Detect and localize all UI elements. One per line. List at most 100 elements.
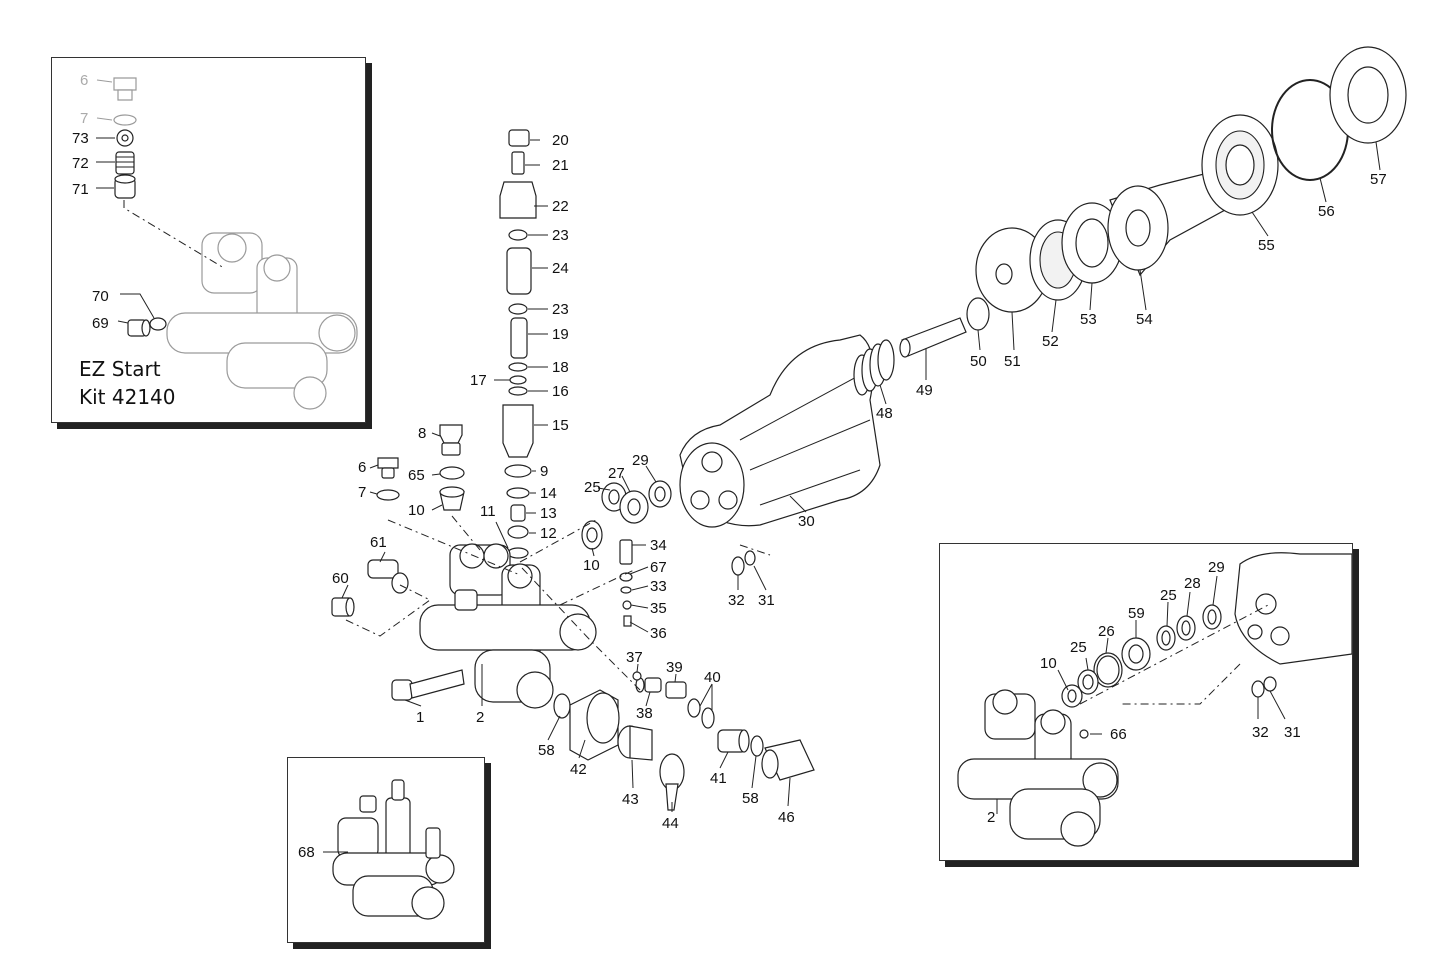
alternate-head-drawing: 2 10 25 26 59 25 28 29 66 32 31	[957, 552, 1353, 847]
plug-32	[731, 556, 745, 576]
ring-58b	[750, 735, 764, 757]
label-14: 14	[540, 485, 557, 502]
label-17: 17	[470, 372, 487, 389]
ring-40b	[701, 707, 715, 729]
alt-label-2: 2	[987, 809, 995, 826]
label-50: 50	[970, 353, 987, 370]
label-15: 15	[552, 417, 569, 434]
ring-18	[508, 362, 528, 372]
ring-17	[509, 375, 527, 385]
alt-label-31: 31	[1284, 724, 1301, 741]
label-12: 12	[540, 525, 557, 542]
label-29: 29	[632, 452, 649, 469]
kit-label-7: 7	[80, 110, 88, 127]
label-20: 20	[552, 132, 569, 149]
label-44: 44	[662, 815, 679, 832]
washer-53	[1061, 202, 1123, 284]
valve-41	[717, 729, 750, 753]
kit-title-line2: Kit 42140	[79, 385, 176, 409]
label-31: 31	[758, 592, 775, 609]
label-13: 13	[540, 505, 557, 522]
kit-label-6: 6	[80, 72, 88, 89]
label-11: 11	[480, 503, 496, 520]
kit-pump-head-ghost	[166, 232, 358, 410]
label-10b: 10	[583, 557, 600, 574]
label-67: 67	[650, 559, 667, 576]
label-42: 42	[570, 761, 587, 778]
screw-21	[511, 151, 525, 175]
kit-label-72: 72	[72, 155, 89, 172]
label-22: 22	[552, 198, 569, 215]
label-25: 25	[584, 479, 601, 496]
piston-19	[510, 317, 528, 359]
label-23b: 23	[552, 301, 569, 318]
valve-10b	[581, 520, 603, 550]
ring-9	[504, 464, 532, 478]
seal-27	[619, 490, 649, 524]
alt-label-10: 10	[1040, 655, 1057, 672]
kit-label-70: 70	[92, 288, 109, 305]
label-46: 46	[778, 809, 795, 826]
label-34: 34	[650, 537, 667, 554]
label-35: 35	[650, 600, 667, 617]
wobble-plate-54	[1107, 169, 1226, 277]
seal-29	[648, 480, 672, 508]
label-16: 16	[552, 383, 569, 400]
ball-35	[622, 600, 632, 610]
nut-20	[508, 129, 530, 147]
label-30: 30	[798, 513, 815, 530]
ring-37	[632, 671, 642, 681]
label-55: 55	[1258, 237, 1275, 254]
label-41: 41	[710, 770, 727, 787]
kit-plug-ghost	[113, 77, 137, 126]
label-19: 19	[552, 326, 569, 343]
label-53: 53	[1080, 311, 1097, 328]
label-58a: 58	[538, 742, 555, 759]
label-57: 57	[1370, 171, 1387, 188]
kit-plug-69	[127, 319, 151, 337]
ez-start-kit-inset: 6 7 73 72 71 70 69 EZ Start Kit 42140	[51, 57, 366, 423]
body-15	[502, 404, 534, 458]
alt-label-32: 32	[1252, 724, 1269, 741]
ring-40	[687, 698, 701, 718]
kit-label-73: 73	[72, 130, 89, 147]
label-2: 2	[476, 709, 484, 726]
alt-label-28: 28	[1184, 575, 1201, 592]
seal-25	[601, 482, 627, 512]
ring-50	[966, 297, 990, 331]
filter-44	[659, 753, 685, 811]
bolt-1	[391, 669, 465, 701]
ring-67	[619, 572, 633, 582]
seat-36	[623, 615, 632, 627]
alt-crankcase-fragment	[1234, 552, 1353, 665]
plug-6	[377, 457, 399, 479]
label-58b: 58	[742, 790, 759, 807]
label-6: 6	[358, 459, 366, 476]
label-43: 43	[622, 791, 639, 808]
label-52: 52	[1042, 333, 1059, 350]
snap-ring-56	[1271, 79, 1349, 181]
ring-14	[506, 487, 530, 499]
fitting-43	[617, 725, 653, 761]
ring-33	[620, 586, 632, 594]
manifold-2	[419, 543, 597, 709]
label-48: 48	[876, 405, 893, 422]
alt-label-25b: 25	[1160, 587, 1177, 604]
unloader-stack	[499, 129, 537, 559]
kit-spring-72	[115, 151, 135, 175]
alt-manifold	[957, 689, 1119, 847]
spring-24	[506, 247, 532, 295]
label-56: 56	[1318, 203, 1335, 220]
spring-39	[665, 681, 687, 699]
kit-label-69: 69	[92, 315, 109, 332]
label-9: 9	[540, 463, 548, 480]
spring-48	[853, 339, 895, 396]
ring-58a	[553, 693, 571, 719]
kit-label-71: 71	[72, 181, 89, 198]
plug-8	[439, 424, 463, 456]
kit-ring-70	[149, 317, 167, 331]
ring-65	[439, 466, 465, 480]
part-13	[510, 504, 526, 522]
label-18: 18	[552, 359, 569, 376]
